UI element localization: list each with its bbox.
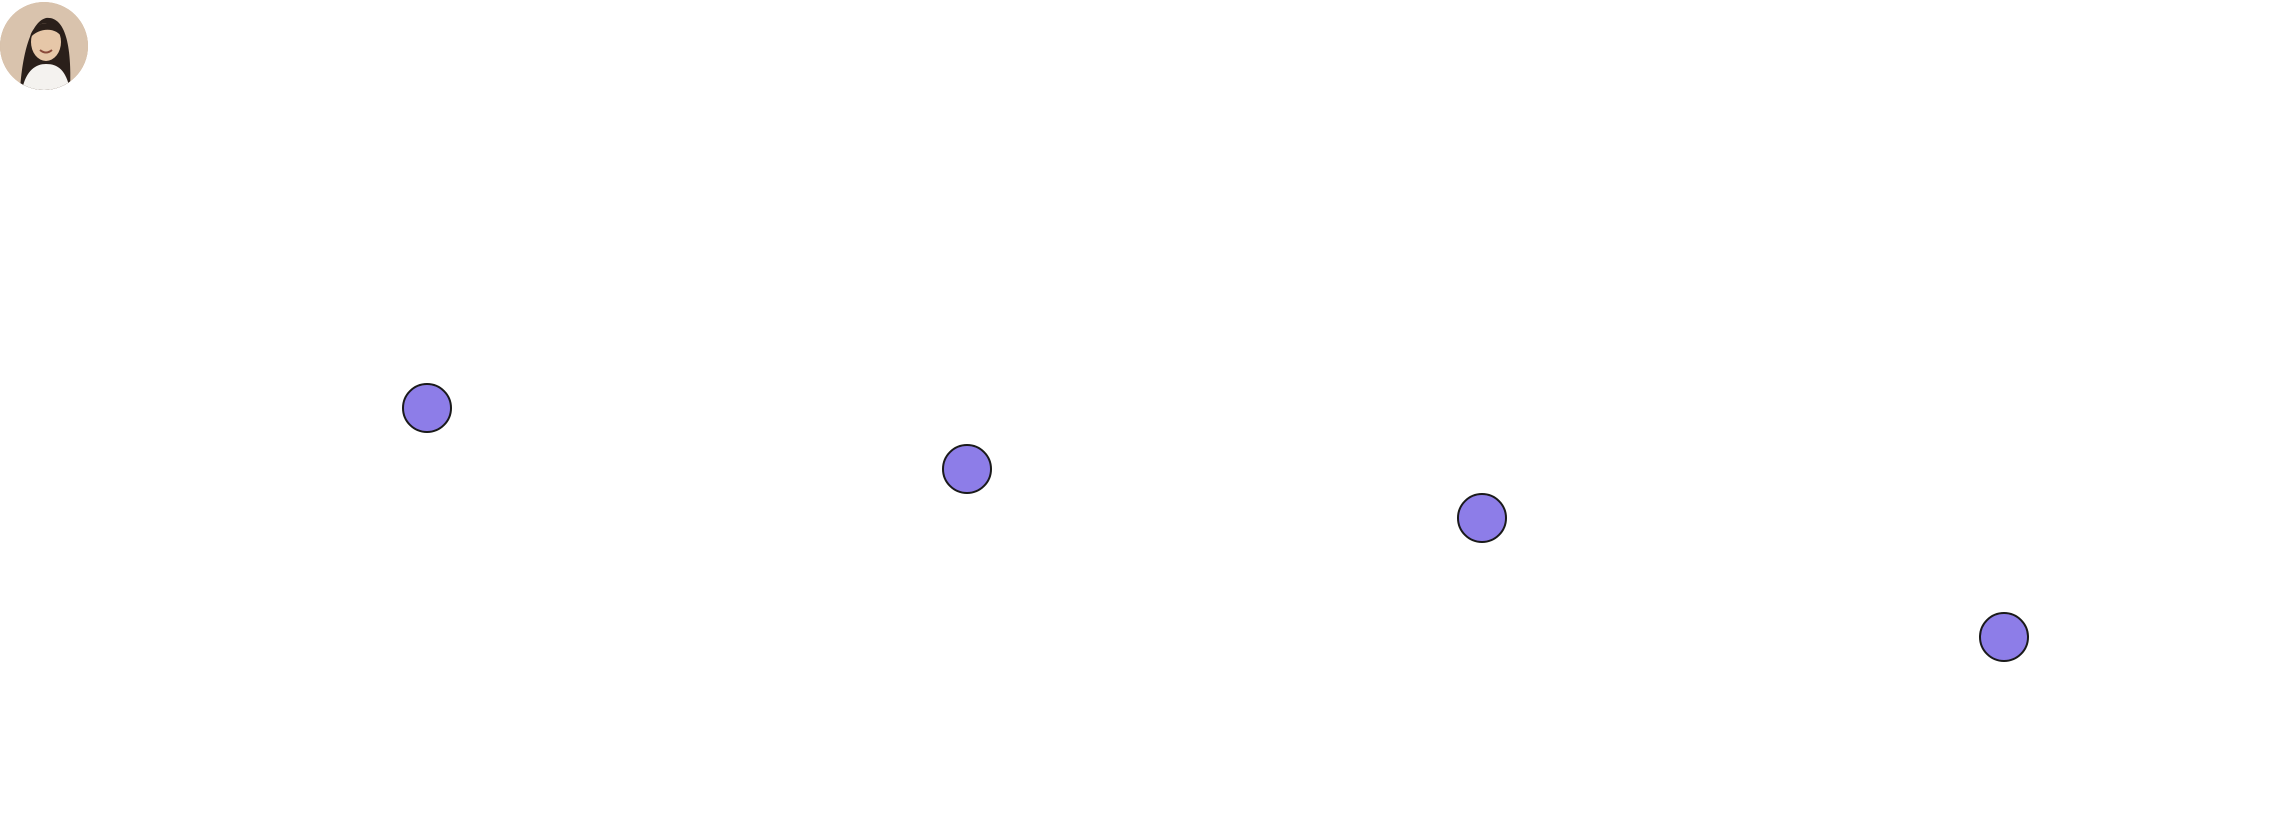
step-dot-2[interactable] [942,444,992,494]
user-avatar-icon[interactable] [0,2,88,90]
step-dot-1[interactable] [402,383,452,433]
step-dot-3[interactable] [1457,493,1507,543]
step-dot-4[interactable] [1979,612,2029,662]
avatar-portrait [0,2,88,90]
